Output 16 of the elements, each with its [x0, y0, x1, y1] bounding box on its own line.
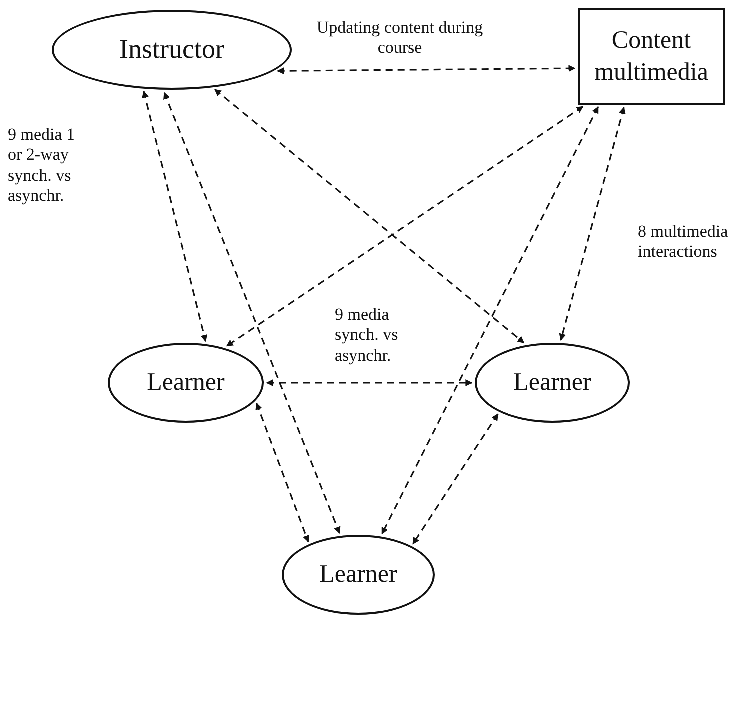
node-label: Instructor [118, 33, 226, 66]
dashed-double-arrow [142, 90, 208, 342]
dashed-double-arrow [214, 89, 525, 344]
node-label: Learner [146, 368, 226, 398]
node-label: Content multimedia [594, 26, 710, 88]
dashed-double-arrow [256, 402, 310, 543]
dashed-double-arrow [412, 414, 499, 545]
node-label: Learner [512, 368, 592, 398]
dashed-double-arrow [266, 380, 473, 386]
node-label: Learner [318, 560, 398, 590]
dashed-double-arrow [559, 106, 626, 341]
rectangle-node [578, 8, 725, 105]
dashed-double-arrow [164, 92, 341, 534]
dashed-double-arrow [381, 106, 600, 535]
dashed-double-arrow [277, 65, 576, 75]
dashed-double-arrow [226, 106, 584, 347]
